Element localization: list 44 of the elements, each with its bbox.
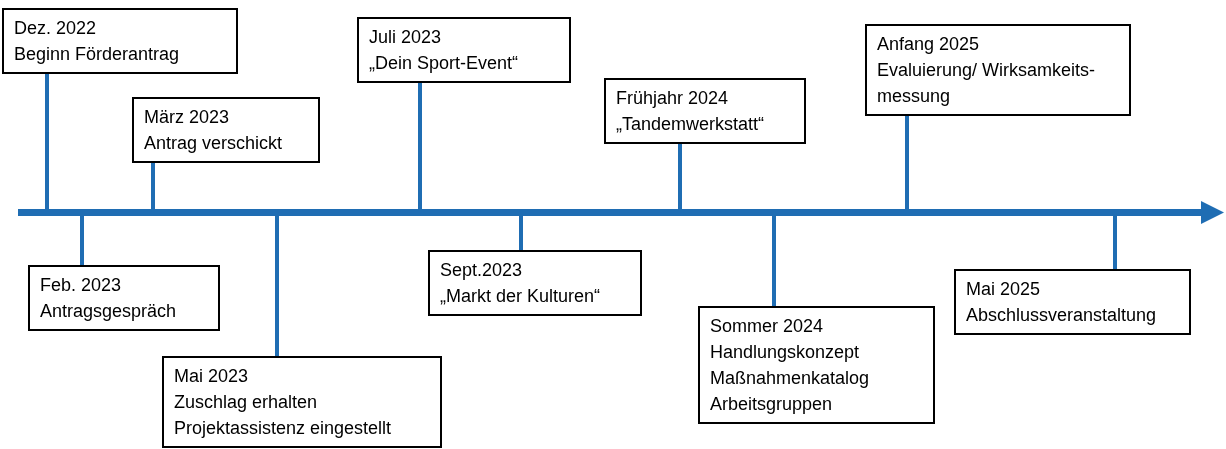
event-description: Maßnahmenkatalog <box>710 367 870 390</box>
connector-line <box>905 116 909 209</box>
connector-line <box>45 74 49 209</box>
connector-line <box>1113 216 1117 269</box>
event-description: Zuschlag erhalten <box>174 391 318 414</box>
connector-line <box>80 216 84 265</box>
connector-line <box>418 83 422 209</box>
connector-line <box>772 216 776 306</box>
connector-line <box>519 216 523 250</box>
date-label: März 2023 <box>144 106 230 129</box>
connector-line <box>275 216 279 356</box>
event-box <box>162 356 442 448</box>
event-box <box>698 306 935 424</box>
event-box <box>954 269 1191 335</box>
event-box <box>132 97 320 163</box>
connector-line <box>678 144 682 209</box>
event-box <box>357 17 571 83</box>
event-description: Arbeitsgruppen <box>710 393 833 416</box>
timeline-arrow <box>18 201 1224 224</box>
event-description: „Markt der Kulturen“ <box>440 285 601 308</box>
date-label: Frühjahr 2024 <box>616 87 729 110</box>
event-box <box>604 78 806 144</box>
date-label: Sept.2023 <box>440 259 523 282</box>
event-description: Handlungskonzept <box>710 341 860 364</box>
event-box <box>428 250 642 316</box>
event-description: Projektassistenz eingestellt <box>174 417 392 440</box>
event-description: Evaluierung/ Wirksamkeits- messung <box>877 59 1097 108</box>
date-label: Mai 2023 <box>174 365 249 388</box>
date-label: Sommer 2024 <box>710 315 824 338</box>
event-description: Beginn Förderantrag <box>14 43 180 66</box>
event-description: „Dein Sport-Event“ <box>369 52 519 75</box>
event-box <box>865 24 1131 116</box>
event-description: Abschlussveranstaltung <box>966 304 1157 327</box>
event-box <box>28 265 220 331</box>
date-label: Anfang 2025 <box>877 33 980 56</box>
event-description: Antrag verschickt <box>144 132 283 155</box>
event-description: „Tandemwerkstatt“ <box>616 113 765 136</box>
date-label: Juli 2023 <box>369 26 442 49</box>
date-label: Feb. 2023 <box>40 274 122 297</box>
connector-line <box>151 163 155 209</box>
date-label: Mai 2025 <box>966 278 1041 301</box>
date-label: Dez. 2022 <box>14 17 97 40</box>
event-description: Antragsgespräch <box>40 300 177 323</box>
event-box <box>2 8 238 74</box>
